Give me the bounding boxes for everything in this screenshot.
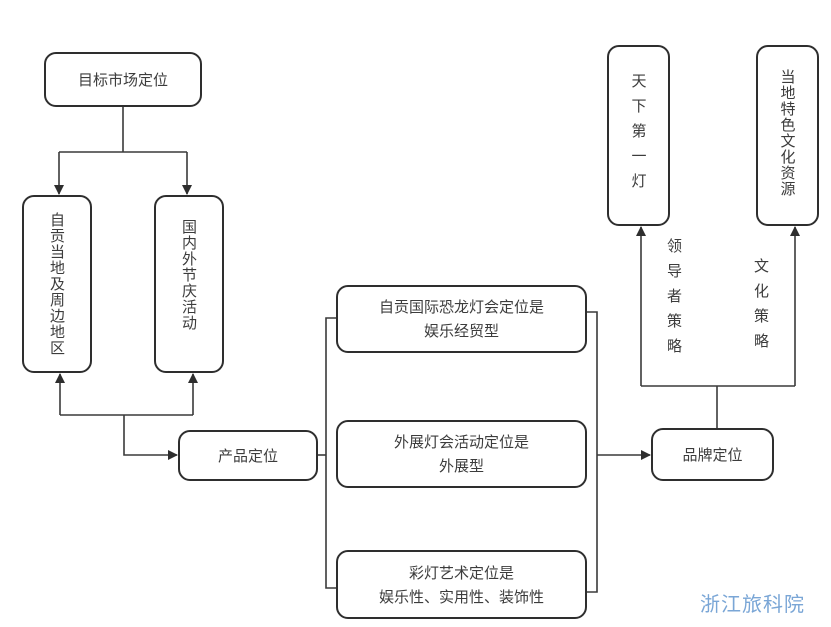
watermark: 浙江旅科院	[700, 592, 805, 616]
node-local-culture: 当地特色文化资源	[756, 45, 819, 226]
node-best-lantern-label: 天下第一灯	[629, 73, 648, 198]
node-festivals: 国内外节庆活动	[154, 195, 224, 373]
node-local-region-label: 自贡当地及周边地区	[48, 212, 66, 356]
edge-label-culture-strategy: 文化策略	[752, 258, 770, 358]
node-exhibition: 外展灯会活动定位是 外展型	[336, 420, 587, 488]
node-lantern-art-line1: 彩灯艺术定位是	[408, 563, 514, 582]
node-lantern-art-line2: 娱乐性、实用性、装饰性	[378, 587, 544, 606]
node-brand: 品牌定位	[651, 428, 774, 481]
node-target-market-label: 目标市场定位	[77, 70, 168, 89]
node-product-label: 产品定位	[217, 446, 278, 465]
node-best-lantern: 天下第一灯	[607, 45, 670, 226]
node-dinosaur-lantern-line2: 娱乐经贸型	[423, 322, 499, 340]
node-brand-label: 品牌定位	[682, 445, 743, 464]
node-product: 产品定位	[178, 430, 318, 481]
node-exhibition-line2: 外展型	[438, 457, 484, 475]
right-bracket	[587, 311, 598, 593]
edge-product-stem	[123, 415, 178, 460]
node-exhibition-line1: 外展灯会活动定位是	[393, 433, 529, 451]
node-dinosaur-lantern-line1: 自贡国际恐龙灯会定位是	[378, 298, 544, 316]
node-lantern-art: 彩灯艺术定位是 娱乐性、实用性、装饰性	[336, 550, 587, 619]
node-target-market: 目标市场定位	[44, 52, 202, 107]
left-bracket	[325, 317, 336, 589]
node-local-region: 自贡当地及周边地区	[22, 195, 92, 373]
node-festivals-label: 国内外节庆活动	[180, 219, 198, 331]
node-dinosaur-lantern: 自贡国际恐龙灯会定位是 娱乐经贸型	[336, 285, 587, 353]
edge-label-leader-strategy: 领导者策略	[665, 238, 683, 363]
node-local-culture-label: 当地特色文化资源	[778, 69, 797, 197]
